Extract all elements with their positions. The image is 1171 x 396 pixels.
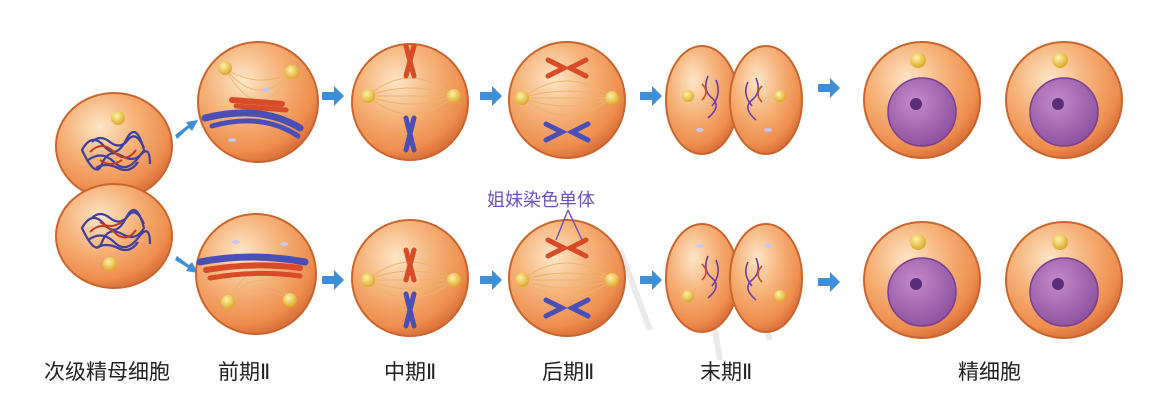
spermatid [863, 41, 981, 159]
centrosome-icon [515, 91, 529, 105]
centrosome-icon [361, 273, 375, 287]
centrosome-icon [682, 90, 694, 102]
centrosome-icon [103, 257, 117, 271]
label-secondary-spermatocyte: 次级精母细胞 [44, 360, 170, 384]
centrosome-icon [605, 91, 619, 105]
metaphase-ii-bottom [351, 219, 469, 337]
arrow-icon [175, 120, 198, 139]
centrosome-icon [361, 89, 375, 103]
prophase-ii-bottom [195, 213, 317, 335]
centrosome-icon [285, 65, 299, 79]
spermatid [1005, 41, 1123, 159]
anaphase-ii-bottom [508, 219, 626, 337]
label-anaphase-ii: 后期Ⅱ [542, 360, 595, 384]
arrow-icon [818, 272, 840, 292]
centrosome-icon [910, 52, 926, 68]
centrosome-icon [283, 293, 297, 307]
centrosome-icon [1052, 52, 1068, 68]
telophase-ii-top [665, 45, 803, 155]
arrow-icon [175, 256, 198, 273]
telophase-ii-bottom [665, 223, 803, 333]
centrosome-icon [447, 273, 461, 287]
centrosome-icon [774, 90, 786, 102]
arrow-icon [322, 270, 344, 290]
centrosome-icon [910, 234, 926, 250]
nucleus [887, 77, 957, 147]
arrow-icon [640, 86, 662, 106]
arrows [175, 120, 198, 273]
centrosome-icon [221, 295, 235, 309]
centrosome-icon [515, 273, 529, 287]
arrow-icon [322, 86, 344, 106]
label-telophase-ii: 末期Ⅱ [700, 360, 753, 384]
arrow-icon [480, 270, 502, 290]
anaphase-ii-top [508, 41, 626, 159]
centrosome-icon [1052, 234, 1068, 250]
centrosome-icon [218, 61, 232, 75]
centrosome-icon [774, 290, 786, 302]
label-metaphase-ii: 中期Ⅱ [384, 360, 437, 384]
sister-chromatid-label: 姐妹染色单体 [487, 190, 595, 211]
spermatid [863, 221, 981, 339]
arrow-icon [818, 78, 840, 98]
secondary-spermatocytes [55, 92, 173, 289]
arrow-icon [480, 86, 502, 106]
centrosome-icon [682, 290, 694, 302]
spermatid-cells [863, 41, 1123, 339]
centrosome-icon [447, 89, 461, 103]
metaphase-ii-top [351, 43, 469, 161]
nucleus [887, 257, 957, 327]
centrosome-icon [605, 273, 619, 287]
prophase-ii-top [197, 41, 319, 163]
annotation-pointer [555, 209, 583, 241]
spermatid [1005, 221, 1123, 339]
nucleus [1029, 77, 1099, 147]
centrosome-icon [111, 111, 125, 125]
label-spermatid: 精细胞 [958, 360, 1021, 384]
label-prophase-ii: 前期Ⅱ [218, 360, 271, 384]
nucleus [1029, 257, 1099, 327]
secondary-spermatocyte-bottom [55, 183, 173, 289]
arrow-icon [640, 270, 662, 290]
